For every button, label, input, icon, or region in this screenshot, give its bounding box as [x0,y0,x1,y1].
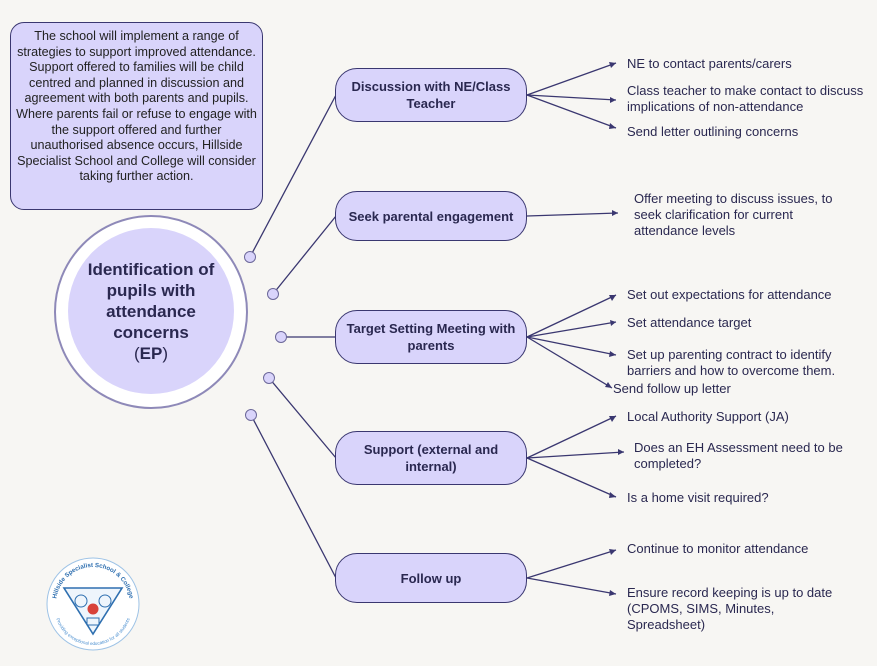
connector-4-2 [526,451,625,459]
item-2-1: Offer meeting to discuss issues, to seek… [634,191,833,238]
connector-hub-node-5 [250,414,337,579]
arrowhead-3-1 [609,295,616,301]
item-1-1: NE to contact parents/carers [627,56,792,71]
logo-red-dot-icon [87,603,99,615]
hub-code-close: ) [162,343,169,363]
connector-hub-node-1 [249,94,337,258]
connector-hub-node-4 [268,377,337,459]
node-discussion-label: Discussion with NE/Class Teacher [351,79,511,111]
logo-people-icon-right [98,594,112,608]
hub-title: Identification of pupils with attendance… [87,259,215,342]
node-target-setting: Target Setting Meeting with parents [335,310,527,364]
arrowhead-4-1 [609,416,616,422]
node-follow-up: Follow up [335,553,527,603]
node-parental-engagement: Seek parental engagement [335,191,527,241]
hub-code-open: ( [133,343,140,363]
node-support: Support (external and internal) [335,431,527,485]
arrowhead-4-2 [618,449,624,455]
node-discussion: Discussion with NE/Class Teacher [335,68,527,122]
connector-2-1 [526,212,619,217]
connector-1-3 [526,94,617,129]
node-parental-engagement-label: Seek parental engagement [348,208,514,224]
arrowhead-5-2 [609,590,616,596]
connector-hub-node-2 [272,215,337,295]
connector-1-1 [526,62,617,96]
school-logo: Hillside Specialist School & College Pro… [46,557,140,651]
node-follow-up-label: Follow up [400,570,462,586]
logo-people-icon-left [74,594,88,608]
arrowhead-3-2 [610,320,616,326]
hub-node-dot-1 [244,251,256,263]
connector-5-1 [526,549,617,579]
item-5-1: Continue to monitor attendance [627,541,809,556]
arrowhead-4-3 [609,492,616,498]
node-target-setting-label: Target Setting Meeting with parents [346,321,516,353]
item-4-1: Local Authority Support (JA) [627,409,789,424]
connector-4-1 [526,415,617,459]
intro-text: The school will implement a range of str… [16,29,257,184]
arrowhead-5-1 [609,549,616,555]
intro-text-box: The school will implement a range of str… [10,22,263,210]
arrowhead-1-3 [609,123,616,129]
arrowhead-3-4 [605,382,612,388]
arrowhead-2-1 [612,210,618,216]
connector-5-2 [526,577,617,595]
item-4-3: Is a home visit required? [627,490,769,505]
arrowhead-1-2 [610,97,616,103]
item-1-2: Class teacher to make contact to discuss… [627,83,864,114]
item-3-3: Set up parenting contract to identify ba… [627,347,836,378]
item-3-2: Set attendance target [627,315,752,330]
node-support-label: Support (external and internal) [363,442,499,474]
connector-3-3 [526,336,617,356]
hub-node-dot-5 [245,409,257,421]
hub-node-dot-3 [275,331,287,343]
arrowhead-1-1 [609,62,616,68]
item-1-3: Send letter outlining concerns [627,124,799,139]
item-3-1: Set out expectations for attendance [627,287,832,302]
connector-3-2 [526,321,617,338]
hub-node-dot-2 [267,288,279,300]
item-4-2: Does an EH Assessment need to be complet… [634,440,843,471]
connector-4-3 [526,457,617,498]
connector-1-2 [526,94,617,101]
hub-circle: Identification of pupils with attendance… [68,228,234,394]
connector-3-4 [526,336,613,389]
item-3-4: Send follow up letter [613,381,731,396]
connector-3-1 [526,294,617,338]
item-5-2: Ensure record keeping is up to date (CPO… [627,585,833,632]
hub-code: EP [139,343,163,363]
hub-node-dot-4 [263,372,275,384]
logo-building-icon [86,617,100,626]
arrowhead-3-3 [609,351,616,357]
